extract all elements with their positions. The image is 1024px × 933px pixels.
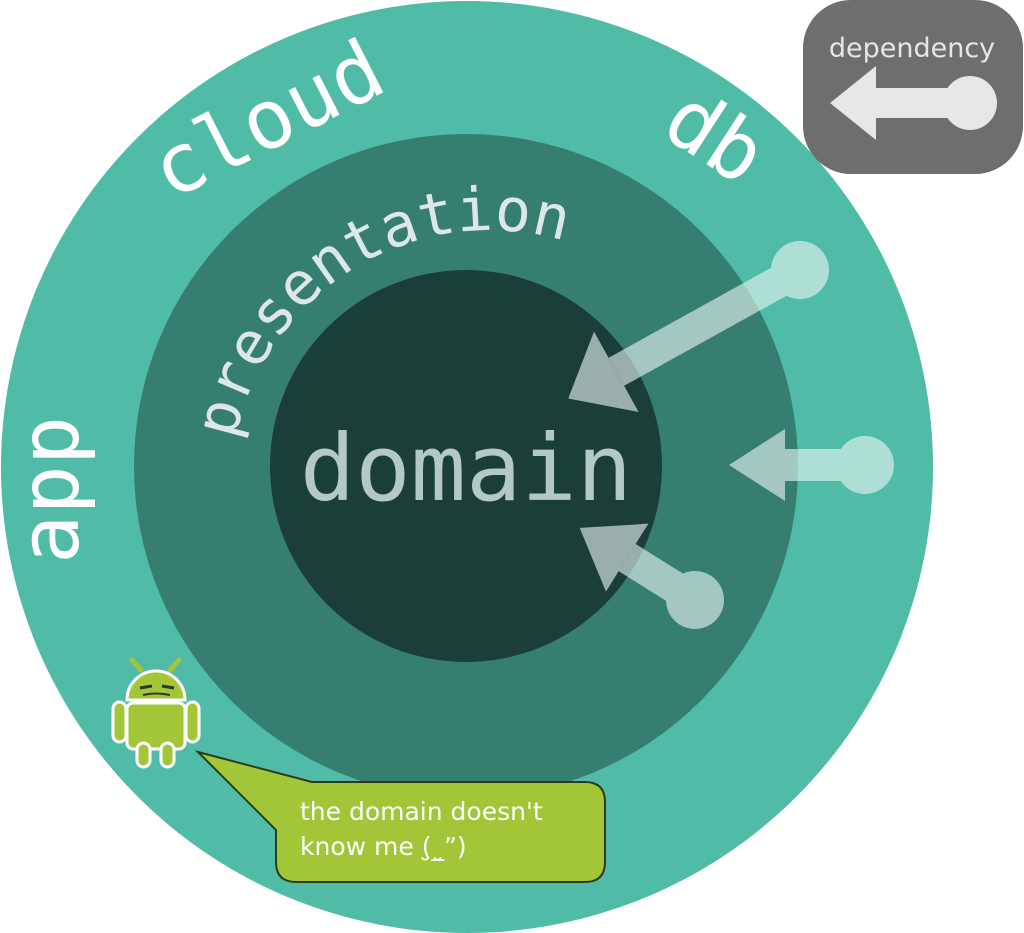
dependency-arrow-bottom [579,523,724,629]
speech-bubble-line-2: know me (̮_̮”) [300,832,467,861]
dependency-arrow-middle [729,429,894,501]
android-robot-icon [111,657,201,769]
domain-core-circle [270,270,662,662]
speech-bubble-line-1: the domain doesn't [300,797,543,826]
legend-arrow-icon [830,66,997,140]
app-label: app [3,416,98,564]
dependency-legend: dependency [803,0,1023,174]
speech-bubble: the domain doesn't know me (̮_̮”) [194,750,606,883]
dependency-arrow-top [568,241,829,413]
legend-background [803,0,1023,174]
domain-label: domain [300,415,632,522]
legend-label: dependency [829,33,995,64]
